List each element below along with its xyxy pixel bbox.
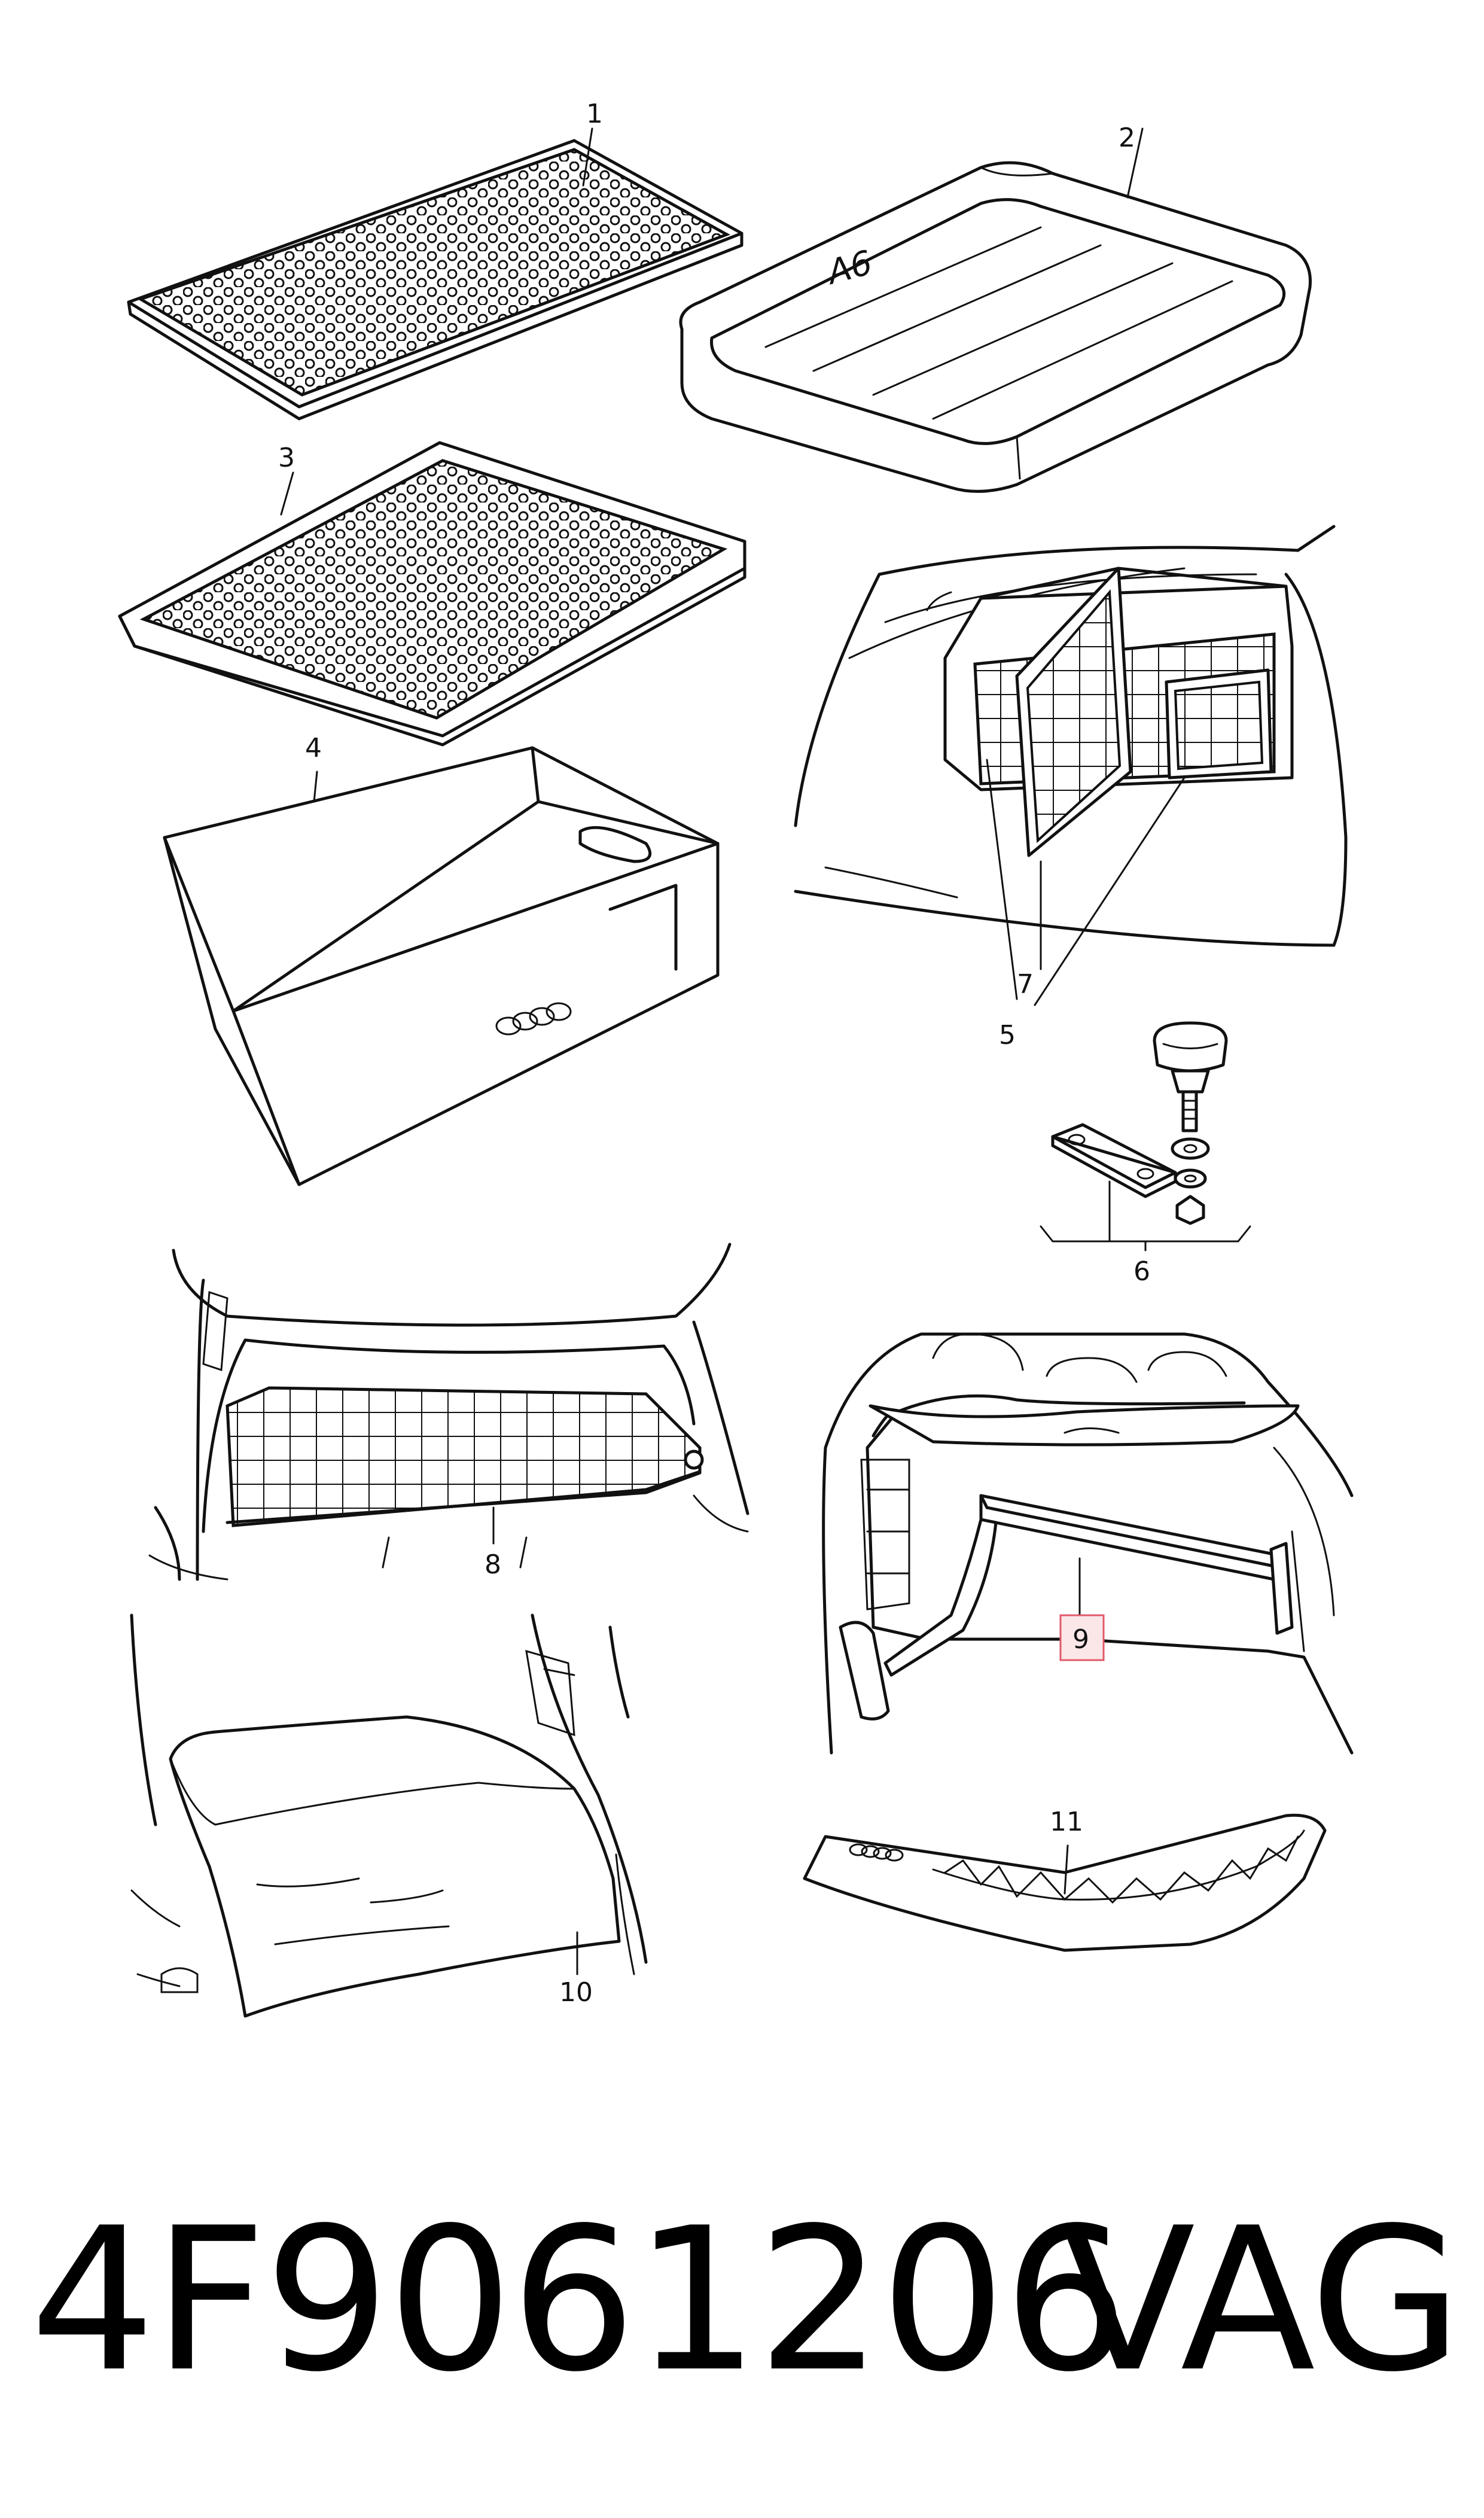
callout-5: 5 [999,1020,1016,1051]
callout-3: 3 [278,443,295,473]
callout-2: 2 [1119,123,1135,153]
callout-8: 8 [484,1549,501,1580]
callout-6: 6 [1133,1256,1150,1287]
four-rings-logo [495,1002,572,1036]
callout-1: 1 [586,99,603,129]
part-2-luggage-tray: A6 [679,127,1312,493]
part-5-dog-guard-trunk-scene [794,525,1348,1006]
part-3-rimmed-mat [118,441,746,747]
callout-9-highlight [1059,1614,1105,1661]
part-6-mounting-kit [1040,1021,1251,1252]
part-11-loading-sill-protector [803,1813,1327,1952]
callout-9: 9 [1072,1624,1089,1655]
part-number: 4F9061206 [30,2185,1129,2415]
callout-4: 4 [305,733,322,763]
part-1-trunk-mat [127,127,743,421]
part-4-storage-box [163,746,720,1186]
brand-name: VAG [1060,2185,1462,2415]
part-9-luggage-bar-scene [822,1332,1354,1755]
callout-11: 11 [1050,1807,1083,1837]
callout-7: 7 [1017,969,1034,1000]
part-8-trunk-net-scene [148,1243,749,1581]
part-10-bumper-cover-scene [130,1613,648,2018]
sill-rings-logo [849,1843,904,1862]
callout-10: 10 [559,1977,593,2008]
